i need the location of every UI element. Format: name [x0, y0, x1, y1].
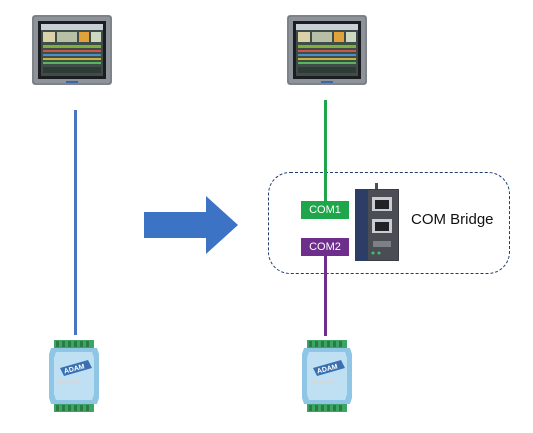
adam-module-icon: ADAM	[49, 340, 99, 412]
adam-io-module-right: ADAM	[301, 338, 355, 413]
com2-port-label: COM2	[301, 238, 349, 256]
hmi-panel-icon	[32, 15, 112, 85]
com1-link-line	[324, 100, 327, 202]
hmi-panel-icon	[287, 15, 367, 85]
adam-io-module-left: ADAM	[48, 338, 102, 413]
adam-module-icon: ADAM	[302, 340, 352, 412]
svg-text:ADAM: ADAM	[63, 363, 85, 375]
com2-link-line	[324, 256, 327, 336]
bridge-gateway-device	[353, 183, 403, 263]
com-bridge-label: COM Bridge	[411, 211, 494, 228]
hmi-panel-left	[32, 15, 114, 87]
hmi-panel-right	[287, 15, 369, 87]
com-bridge-frame	[268, 172, 510, 274]
svg-text:ADAM: ADAM	[316, 363, 338, 375]
gateway-device-icon	[355, 183, 399, 261]
com1-port-label: COM1	[301, 201, 349, 219]
transition-arrow	[144, 196, 240, 254]
right-arrow-icon	[144, 196, 238, 254]
direct-link-line	[74, 110, 77, 335]
